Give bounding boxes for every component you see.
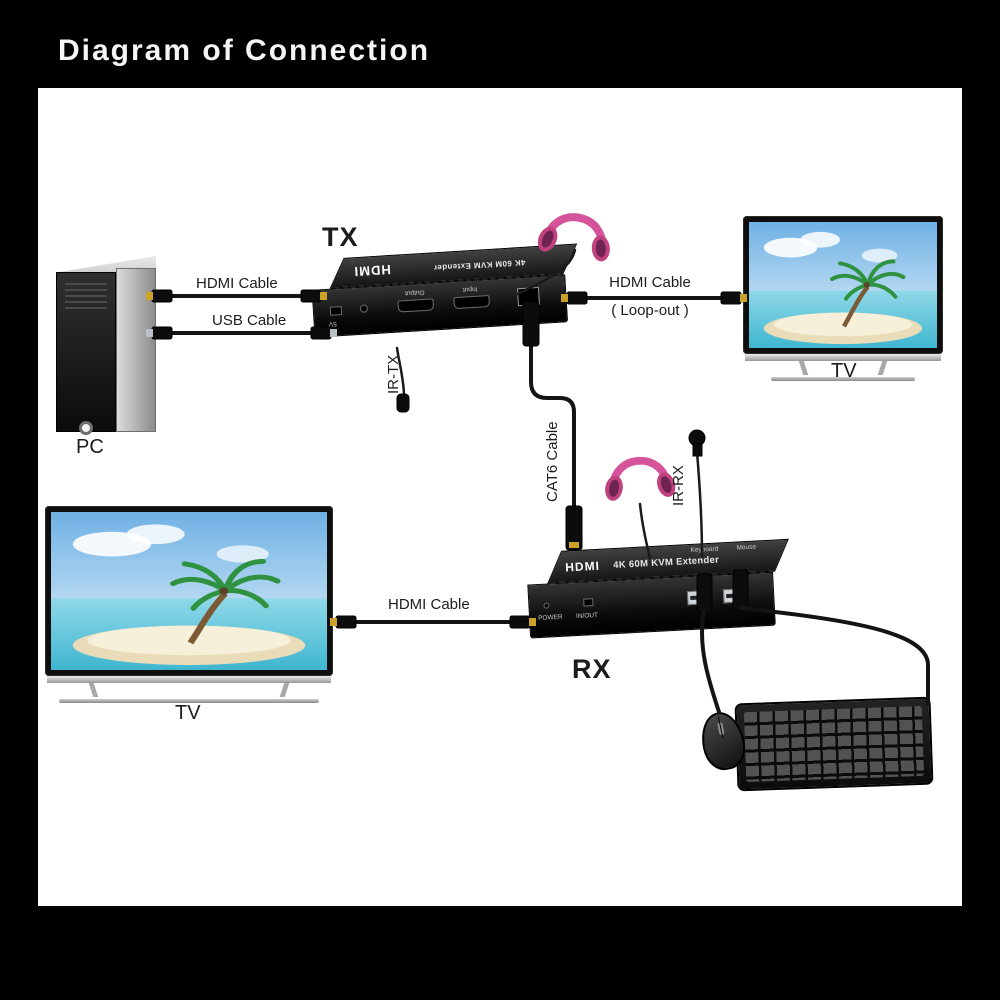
page-title: Diagram of Connection — [58, 34, 431, 67]
ir-rx-label: IR-RX — [670, 465, 687, 506]
tv-speaker-strip — [745, 354, 941, 361]
pc-side-panel — [116, 268, 156, 432]
tv-screen — [51, 512, 327, 670]
tx-model-text: 4K 60M KVM Extender — [433, 257, 526, 273]
pc-tower — [56, 248, 156, 435]
rx-front-panel: POWER IN/OUT — [527, 571, 776, 639]
tx-rj45-port — [516, 286, 540, 307]
tv-top-label: TV — [831, 360, 857, 382]
tx-hdmi-output-port — [397, 298, 435, 313]
tx-hdmi-input-port — [453, 294, 491, 310]
tv-stand — [45, 683, 333, 705]
rx-usb-mouse-port — [722, 588, 742, 604]
tx-label: TX — [322, 222, 359, 252]
rx-inout-label: IN/OUT — [575, 611, 599, 621]
usb-cable-label: USB Cable — [212, 312, 287, 329]
headphones-tx-icon — [531, 189, 623, 266]
palm-tree-icon — [170, 558, 281, 645]
rx-mouse-port-label: Mouse — [736, 543, 757, 552]
hdmi-loopout-label-line2: ( Loop-out ) — [611, 302, 689, 319]
hdmi-cable-label-bottom: HDMI Cable — [388, 596, 470, 613]
rx-power-label: POWER — [537, 613, 563, 623]
rx-label: RX — [572, 654, 612, 684]
tv-bottom — [45, 506, 333, 705]
pc-vents — [65, 283, 107, 309]
keyboard — [734, 696, 934, 792]
tv-screen — [749, 222, 937, 348]
rx-brand-logo: HDMI — [564, 558, 601, 575]
beach-scene-image — [51, 512, 327, 670]
tv-frame — [743, 216, 943, 354]
pc-power-button-icon — [79, 421, 93, 435]
tx-output-label: Output — [404, 288, 425, 297]
rx-usb-keyboard-port — [686, 590, 706, 606]
ir-tx-label: IR-TX — [385, 354, 402, 394]
tv-frame — [45, 506, 333, 676]
tv-speaker-strip — [47, 676, 331, 683]
tv-top — [743, 216, 943, 383]
tv-bottom-label: TV — [175, 702, 201, 724]
rx-ir-port — [583, 598, 594, 607]
pc-front-panel — [56, 272, 116, 435]
tx-extender-unit: HDMI 4K 60M KVM Extender 5V Output Input — [310, 243, 578, 339]
rx-keyboard-port-label: Keyboard — [690, 545, 719, 554]
cat6-cable-label: CAT6 Cable — [544, 421, 561, 502]
beach-scene-image — [749, 222, 937, 348]
hdmi-loopout-label-line1: HDMI Cable — [609, 274, 691, 291]
palm-tree-icon — [830, 259, 906, 328]
rx-power-led — [543, 602, 550, 609]
tx-ir-port — [359, 304, 369, 313]
headphones-rx-icon — [598, 437, 680, 504]
tx-brand-logo: HDMI — [353, 261, 392, 280]
keyboard-keys — [743, 705, 925, 783]
tx-dc-port — [329, 306, 343, 316]
hdmi-cable-label-top: HDMI Cable — [196, 275, 278, 292]
rx-model-text: 4K 60M KVM Extender — [612, 554, 720, 572]
tx-input-label: Input — [462, 285, 478, 294]
tv-stand — [743, 361, 943, 383]
tx-dc-label: 5V — [328, 319, 337, 328]
pc-label: PC — [76, 436, 104, 458]
rx-extender-unit: HDMI 4K 60M KVM Extender Keyboard Mouse … — [526, 538, 789, 649]
